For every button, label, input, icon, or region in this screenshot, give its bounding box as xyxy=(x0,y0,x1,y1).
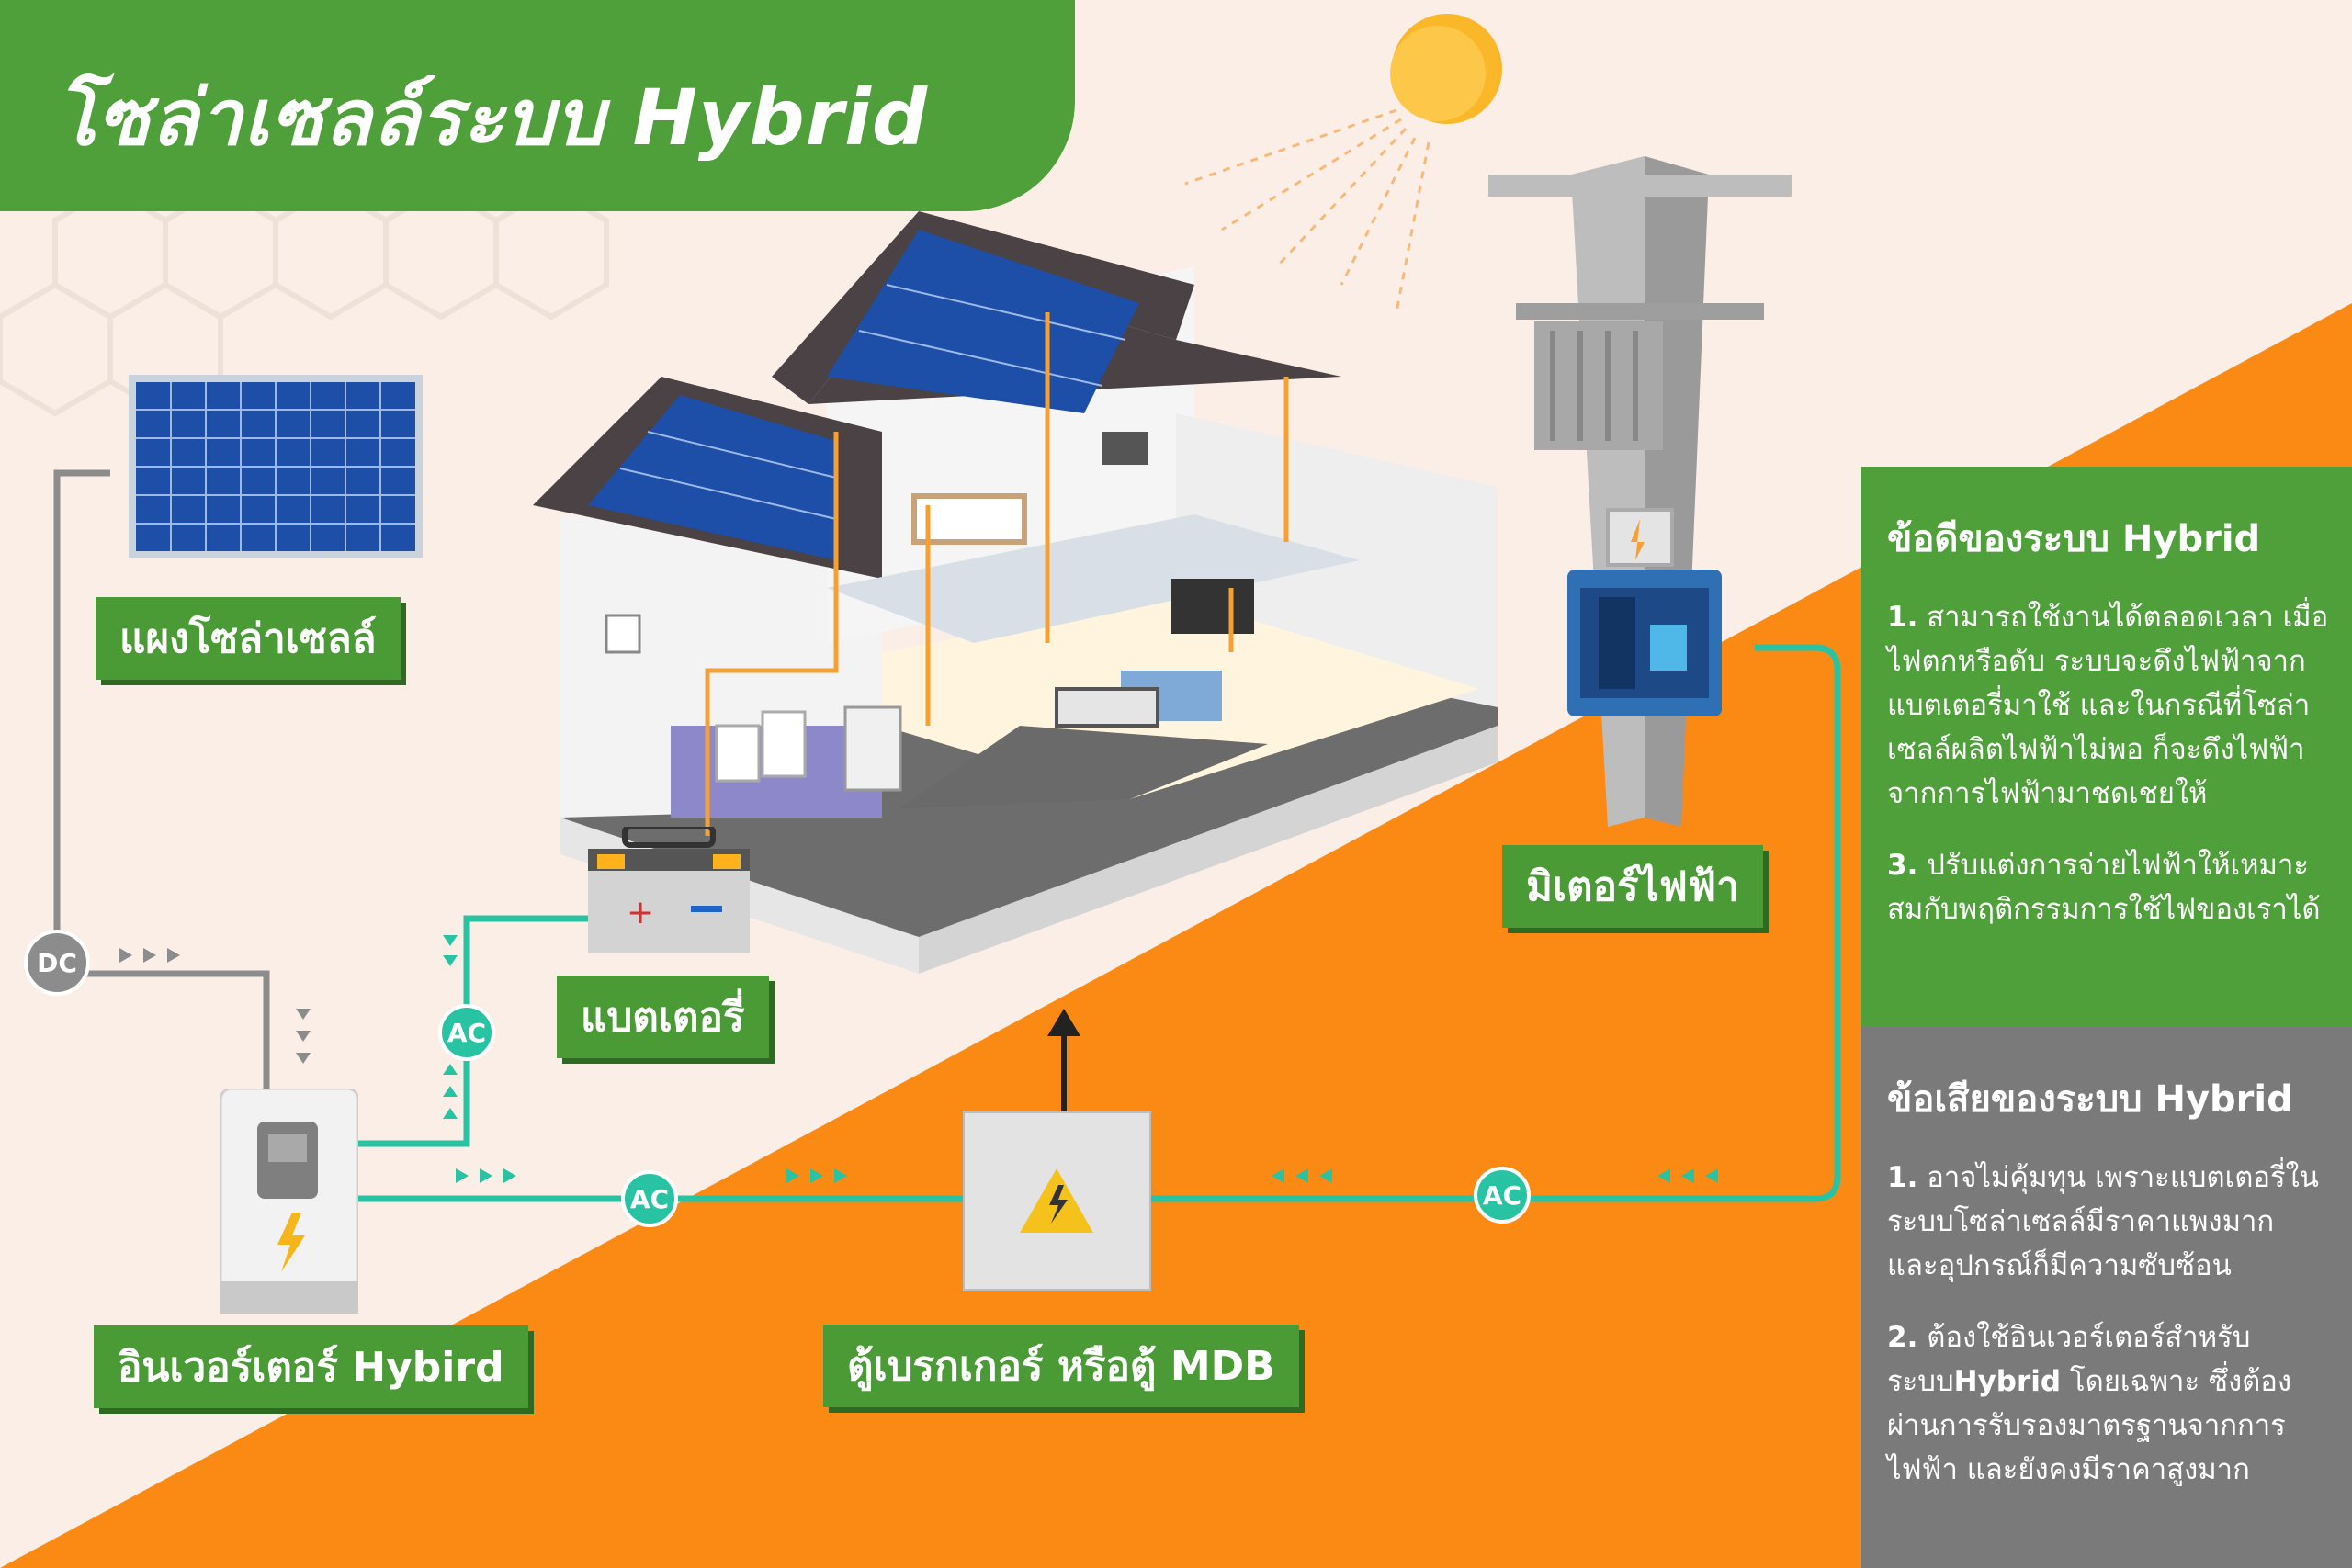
cons-item-2: 2. ต้องใช้อินเวอร์เตอร์สำหรับระบบHybrid … xyxy=(1887,1321,2292,1486)
battery-label: แบตเตอรี่ xyxy=(557,976,769,1058)
sun-icon xyxy=(1184,14,1502,313)
utility-pole-icon xyxy=(1488,156,1792,827)
battery-icon: + xyxy=(588,827,750,953)
dc-badge: DC xyxy=(24,930,90,996)
cons-panel: ข้อเสียของระบบ Hybrid 1. อาจไม่คุ้มทุน เ… xyxy=(1861,1027,2352,1568)
title-banner xyxy=(0,0,1075,211)
cons-heading: ข้อเสียของระบบ Hybrid xyxy=(1887,1078,2293,1121)
pros-item-1: 1. สามารถใช้งานได้ตลอดเวลา เมื่อไฟตกหรือ… xyxy=(1887,601,2329,810)
pros-heading: ข้อดีของระบบ Hybrid xyxy=(1887,518,2261,560)
breaker-label: ตู้เบรกเกอร์ หรือตู้ MDB xyxy=(823,1325,1299,1407)
inverter-icon xyxy=(220,1089,358,1314)
house-icon xyxy=(533,211,1498,974)
solar-panel-label: แผงโซล่าเซลล์ xyxy=(96,597,401,680)
cons-item-1: 1. อาจไม่คุ้มทุน เพราะแบตเตอรี่ในระบบโซล… xyxy=(1887,1161,2319,1282)
inverter-label: อินเวอร์เตอร์ Hybird xyxy=(94,1325,528,1408)
ac-badge-battery: AC xyxy=(438,1004,495,1061)
svg-text:+: + xyxy=(627,894,654,931)
solar-panel-icon xyxy=(129,375,423,558)
ac-badge-meter: AC xyxy=(1474,1167,1531,1224)
meter-box-icon xyxy=(1567,570,1722,716)
ac-badge-inverter: AC xyxy=(621,1170,678,1227)
breaker-box-icon xyxy=(963,1111,1151,1291)
meter-label: มิเตอร์ไฟฟ้า xyxy=(1502,845,1763,928)
page-title: โซล่าเซลล์ระบบ Hybrid xyxy=(55,73,929,163)
pros-panel: ข้อดีของระบบ Hybrid 1. สามารถใช้งานได้ตล… xyxy=(1861,467,2352,1027)
pros-item-2: 3. ปรับแต่งการจ่ายไฟฟ้าให้เหมาะสมกับพฤติ… xyxy=(1887,849,2321,926)
